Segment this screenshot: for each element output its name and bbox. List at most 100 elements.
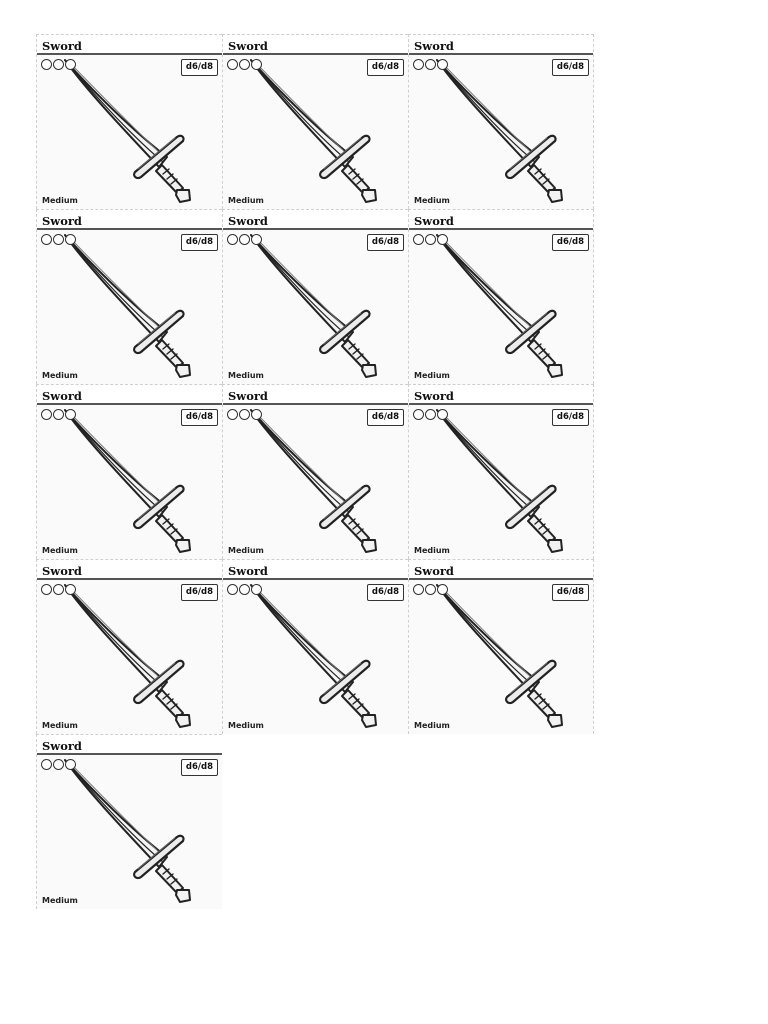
usage-slots — [413, 409, 448, 420]
card-body: d6/d8 Medium — [223, 230, 408, 384]
usage-slot-circle[interactable] — [41, 759, 52, 770]
usage-slot-circle[interactable] — [251, 59, 262, 70]
usage-slot-circle[interactable] — [425, 59, 436, 70]
usage-slot-circle[interactable] — [251, 584, 262, 595]
usage-slot-circle[interactable] — [251, 234, 262, 245]
usage-slot-circle[interactable] — [425, 234, 436, 245]
size-label: Medium — [228, 196, 264, 205]
usage-slot-circle[interactable] — [413, 584, 424, 595]
usage-slot-circle[interactable] — [227, 59, 238, 70]
usage-slots — [227, 59, 262, 70]
card-body: d6/d8 Medium — [223, 55, 408, 209]
usage-slot-circle[interactable] — [251, 409, 262, 420]
usage-slot-circle[interactable] — [425, 409, 436, 420]
card-title: Sword — [414, 214, 454, 228]
usage-slot-circle[interactable] — [53, 409, 64, 420]
size-label: Medium — [42, 371, 78, 380]
usage-slot-circle[interactable] — [437, 234, 448, 245]
usage-slot-circle[interactable] — [65, 759, 76, 770]
size-label: Medium — [42, 196, 78, 205]
usage-slot-circle[interactable] — [41, 59, 52, 70]
usage-slots — [41, 59, 76, 70]
usage-slots — [41, 409, 76, 420]
usage-slot-circle[interactable] — [413, 409, 424, 420]
sword-icon — [250, 59, 377, 203]
usage-slot-circle[interactable] — [239, 584, 250, 595]
card-header: Sword — [409, 385, 593, 405]
damage-badge: d6/d8 — [551, 59, 589, 76]
card-body: d6/d8 Medium — [37, 405, 222, 559]
card-header: Sword — [409, 35, 593, 55]
item-card: Sword d6/d8 — [222, 384, 408, 559]
usage-slot-circle[interactable] — [41, 409, 52, 420]
card-title: Sword — [414, 389, 454, 403]
usage-slot-circle[interactable] — [53, 234, 64, 245]
usage-slots — [41, 759, 76, 770]
item-card: Sword d6/d8 — [36, 734, 222, 909]
card-title: Sword — [228, 39, 268, 53]
size-label: Medium — [414, 196, 450, 205]
size-label: Medium — [414, 371, 450, 380]
card-body: d6/d8 Medium — [37, 755, 222, 909]
usage-slot-circle[interactable] — [53, 759, 64, 770]
usage-slot-circle[interactable] — [41, 584, 52, 595]
card-body: d6/d8 Medium — [409, 580, 593, 734]
damage-badge: d6/d8 — [551, 584, 589, 601]
size-label: Medium — [228, 546, 264, 555]
sword-icon — [250, 584, 377, 728]
usage-slot-circle[interactable] — [65, 234, 76, 245]
sword-icon — [436, 584, 563, 728]
card-header: Sword — [37, 560, 222, 580]
usage-slot-circle[interactable] — [65, 59, 76, 70]
usage-slot-circle[interactable] — [227, 234, 238, 245]
card-title: Sword — [228, 564, 268, 578]
usage-slot-circle[interactable] — [437, 409, 448, 420]
card-header: Sword — [409, 560, 593, 580]
card-title: Sword — [42, 564, 82, 578]
card-title: Sword — [414, 39, 454, 53]
card-title: Sword — [42, 39, 82, 53]
item-card: Sword d6/d8 — [408, 209, 594, 384]
usage-slot-circle[interactable] — [65, 409, 76, 420]
sword-icon — [64, 584, 191, 728]
card-header: Sword — [223, 560, 408, 580]
card-body: d6/d8 Medium — [37, 580, 222, 734]
damage-badge: d6/d8 — [551, 409, 589, 426]
usage-slot-circle[interactable] — [65, 584, 76, 595]
usage-slot-circle[interactable] — [227, 584, 238, 595]
card-title: Sword — [42, 214, 82, 228]
usage-slot-circle[interactable] — [437, 584, 448, 595]
size-label: Medium — [42, 721, 78, 730]
item-card: Sword d6/d8 — [36, 559, 222, 734]
damage-badge: d6/d8 — [180, 234, 218, 251]
item-card: Sword d6/d8 — [36, 384, 222, 559]
usage-slot-circle[interactable] — [53, 59, 64, 70]
damage-badge: d6/d8 — [180, 59, 218, 76]
usage-slots — [41, 584, 76, 595]
usage-slot-circle[interactable] — [239, 59, 250, 70]
damage-badge: d6/d8 — [366, 234, 404, 251]
usage-slot-circle[interactable] — [41, 234, 52, 245]
usage-slot-circle[interactable] — [425, 584, 436, 595]
usage-slot-circle[interactable] — [437, 59, 448, 70]
card-body: d6/d8 Medium — [409, 405, 593, 559]
usage-slot-circle[interactable] — [53, 584, 64, 595]
sword-icon — [436, 59, 563, 203]
usage-slot-circle[interactable] — [413, 234, 424, 245]
usage-slot-circle[interactable] — [239, 234, 250, 245]
usage-slot-circle[interactable] — [227, 409, 238, 420]
usage-slot-circle[interactable] — [239, 409, 250, 420]
damage-badge: d6/d8 — [366, 409, 404, 426]
size-label: Medium — [42, 546, 78, 555]
usage-slots — [413, 234, 448, 245]
sword-icon — [64, 234, 191, 378]
usage-slots — [41, 234, 76, 245]
card-header: Sword — [223, 385, 408, 405]
usage-slot-circle[interactable] — [413, 59, 424, 70]
damage-badge: d6/d8 — [180, 584, 218, 601]
card-body: d6/d8 Medium — [409, 230, 593, 384]
damage-badge: d6/d8 — [366, 584, 404, 601]
size-label: Medium — [414, 546, 450, 555]
card-header: Sword — [223, 35, 408, 55]
damage-badge: d6/d8 — [180, 409, 218, 426]
